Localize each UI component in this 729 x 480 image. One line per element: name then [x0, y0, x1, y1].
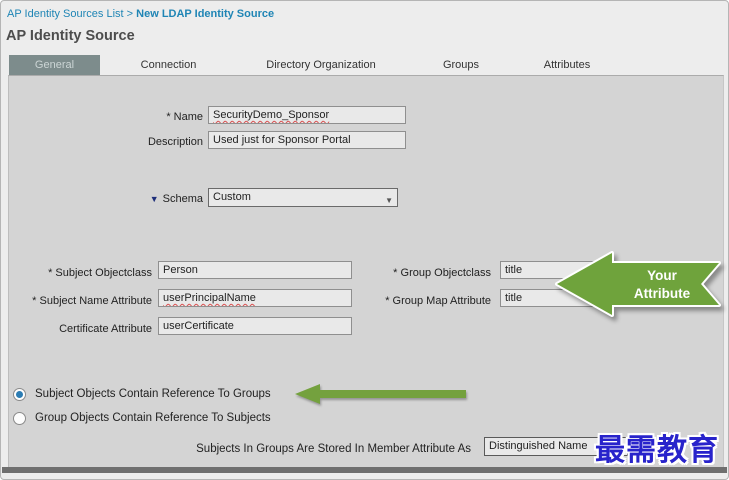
radio-subject-objects-label[interactable]: Subject Objects Contain Reference To Gro…: [35, 388, 271, 400]
breadcrumb-separator: >: [126, 8, 134, 20]
breadcrumb: AP Identity Sources List > New LDAP Iden…: [7, 8, 274, 20]
group-objectclass-value: title: [505, 264, 523, 276]
name-input[interactable]: SecurityDemo_Sponsor: [208, 106, 406, 124]
schema-select[interactable]: Custom ▼: [208, 188, 398, 207]
description-input[interactable]: Used just for Sponsor Portal: [208, 131, 406, 149]
page-title: AP Identity Source: [6, 28, 135, 44]
name-value: SecurityDemo_Sponsor: [213, 109, 330, 121]
tab-directory-organization[interactable]: Directory Organization: [266, 59, 376, 71]
subject-name-attribute-input[interactable]: userPrincipalName: [158, 289, 352, 307]
subject-objectclass-label: * Subject Objectclass: [48, 267, 152, 279]
callout-line2: Attribute: [634, 286, 691, 301]
breadcrumb-parent-link[interactable]: AP Identity Sources List: [7, 8, 124, 20]
radio-group-objects-label[interactable]: Group Objects Contain Reference To Subje…: [35, 412, 271, 424]
callout-line1: Your: [647, 268, 677, 283]
subject-name-attribute-value: userPrincipalName: [163, 292, 256, 304]
certificate-attribute-input[interactable]: userCertificate: [158, 317, 352, 335]
schema-row-label: ▼Schema: [39, 191, 203, 207]
certificate-attribute-value: userCertificate: [163, 320, 234, 332]
certificate-attribute-label: Certificate Attribute: [59, 323, 152, 335]
member-attribute-select[interactable]: Distinguished Name: [484, 437, 628, 456]
subject-name-attribute-label: * Subject Name Attribute: [32, 295, 152, 307]
schema-value: Custom: [213, 191, 251, 203]
description-value: Used just for Sponsor Portal: [213, 134, 351, 146]
description-label: Description: [147, 136, 203, 148]
group-objectclass-label: * Group Objectclass: [393, 267, 491, 279]
member-attribute-label: Subjects In Groups Are Stored In Member …: [196, 443, 471, 455]
window-bottom-bar: [2, 467, 727, 473]
member-attribute-value: Distinguished Name: [489, 440, 588, 452]
group-map-attribute-label: * Group Map Attribute: [385, 295, 491, 307]
breadcrumb-current: New LDAP Identity Source: [136, 8, 275, 20]
schema-label: Schema: [162, 193, 203, 205]
subject-objectclass-input[interactable]: Person: [158, 261, 352, 279]
collapse-triangle-icon[interactable]: ▼: [149, 194, 159, 204]
subject-objectclass-value: Person: [163, 264, 198, 276]
tab-attributes[interactable]: Attributes: [543, 59, 591, 71]
tab-general[interactable]: General: [9, 55, 100, 75]
name-label: * Name: [166, 111, 203, 123]
tab-groups[interactable]: Groups: [442, 59, 480, 71]
watermark-text: 最需教育: [595, 433, 719, 468]
general-tab-panel: * Name SecurityDemo_Sponsor Description …: [8, 75, 724, 467]
your-attribute-callout-arrow: Your Attribute: [555, 251, 721, 317]
radio-subject-objects-contain-reference-to-groups[interactable]: [13, 388, 26, 401]
chevron-down-icon: ▼: [385, 196, 393, 205]
radio-group-objects-contain-reference-to-subjects[interactable]: [13, 412, 26, 425]
tab-connection[interactable]: Connection: [140, 59, 197, 71]
group-map-attribute-value: title: [505, 292, 523, 304]
radio-pointer-arrow: [295, 384, 466, 404]
